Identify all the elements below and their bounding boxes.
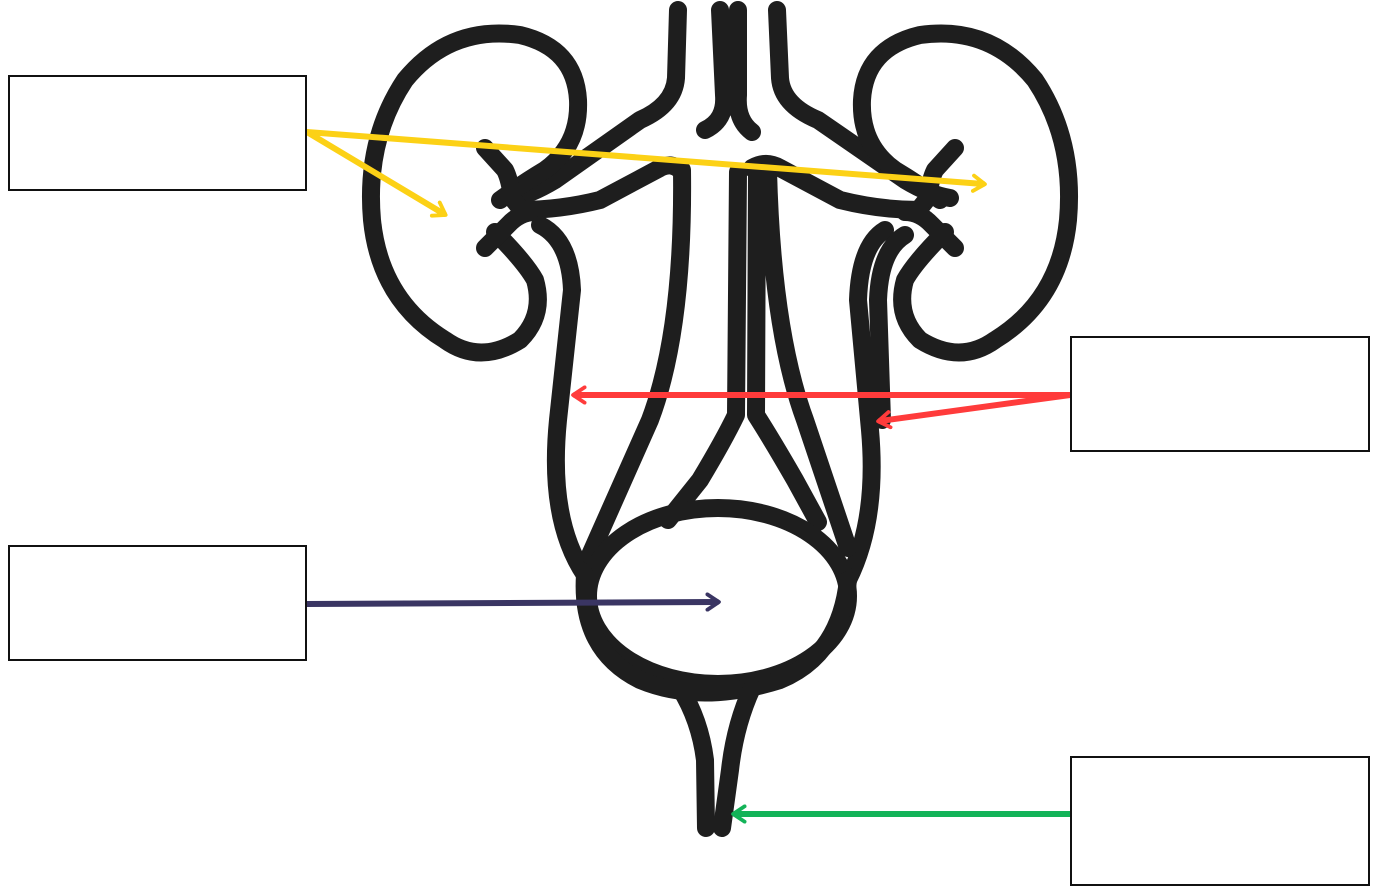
kidney-pointer-arrows <box>304 129 987 218</box>
kidney-arrow-right <box>304 129 987 193</box>
kidney-arrow-left <box>304 129 448 218</box>
anatomy-outline <box>361 1 1079 837</box>
bladder-label-box[interactable] <box>8 545 307 661</box>
aorta-descending-left <box>581 161 692 564</box>
bladder-pointer-arrow <box>304 592 721 612</box>
bladder-outer <box>575 566 857 702</box>
aorta-left <box>503 1 687 207</box>
kidneys-label-box[interactable] <box>8 75 307 191</box>
left-renal-vein <box>511 156 689 219</box>
vena-descending-left <box>659 163 747 529</box>
vena-descending-right <box>747 163 827 531</box>
left-ureter <box>531 216 594 584</box>
right-ureter-inner <box>869 226 914 429</box>
aorta-descending-right <box>759 161 857 557</box>
vena-inner-left <box>696 1 734 139</box>
ureter-arrow-right <box>876 392 1073 430</box>
urethra-left <box>671 679 715 837</box>
ureters-label-box[interactable] <box>1070 336 1370 452</box>
right-ureter <box>839 221 894 589</box>
right-kidney <box>852 24 1079 362</box>
vena-inner-right <box>728 1 761 141</box>
left-renal-vessel-upper <box>476 139 529 217</box>
urethra-label-box[interactable] <box>1070 756 1370 886</box>
ureter-pointer-arrows <box>571 385 1073 430</box>
urethra-right <box>713 679 761 837</box>
